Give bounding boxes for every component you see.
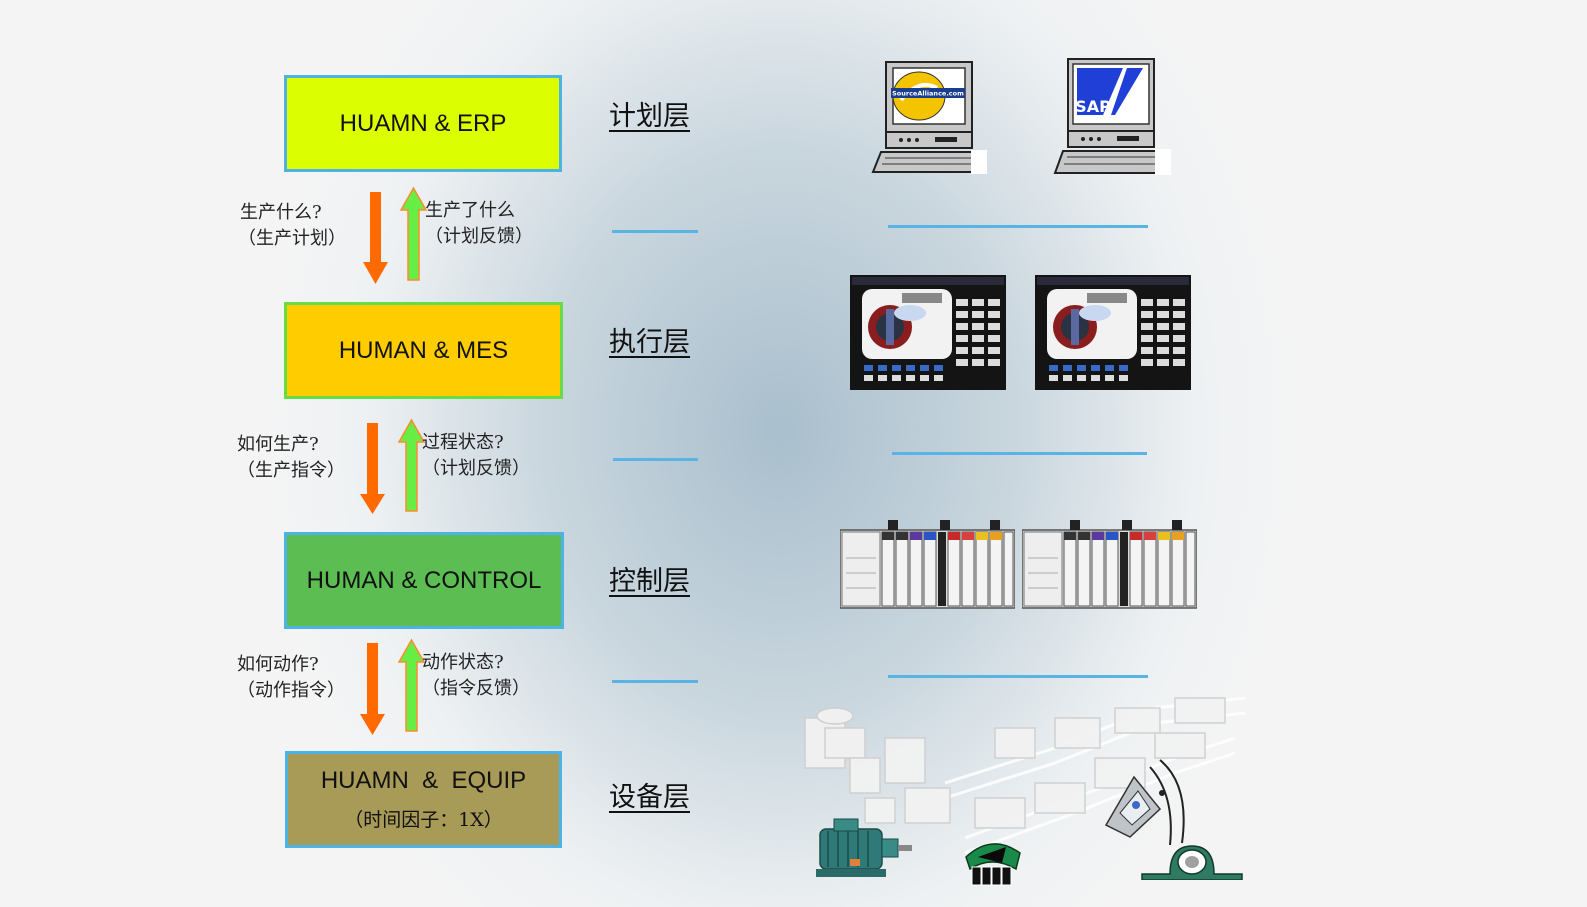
equip-box: HUAMN & EQUIP （时间因子：1X） [285,751,562,848]
bearing-icon [1141,845,1243,880]
separator-short [612,680,698,683]
flow-1-up-label: 生产了什么 （计划反馈） [425,200,533,247]
up-arrow-icon [399,186,428,281]
up-arrow-icon [397,418,426,512]
separator-short [612,230,698,233]
layer-name-control: 控制层 [609,566,690,597]
control-box: HUMAN & CONTROL [284,532,564,629]
flow-3-down-label: 如何动作? （动作指令） [237,654,345,701]
hmi-panel-icon [850,275,1006,390]
flow-arrows [360,186,428,735]
down-arrow-icon [360,643,385,735]
layer-name-exec: 执行层 [609,327,690,358]
sourcealliance-logo: SourceAlliance.com [892,90,964,98]
motor-icon [816,818,912,877]
separator-short [613,458,698,461]
flow-3-up-label: 动作状态? （指令反馈） [422,652,530,699]
computer-icon: SAP [1053,58,1171,175]
sap-logo: SAP [1075,97,1111,116]
sensor-icon [1104,759,1185,846]
mes-box-title: HUMAN & MES [338,336,509,364]
erp-box: HUAMN & ERP [284,75,562,172]
drive-unit-icon [965,843,1021,886]
equip-box-title: HUAMN & EQUIP [320,767,527,794]
layer-name-plan: 计划层 [609,101,690,132]
down-arrow-icon [360,423,385,514]
hmi-panel-icon [1035,275,1191,390]
separator-long [888,675,1148,678]
equip-box-subtitle: （时间因子：1X） [344,809,503,831]
production-line-icon [804,696,1246,855]
plc-rack-icon [840,520,1015,609]
up-arrow-icon [397,638,426,732]
control-box-title: HUMAN & CONTROL [306,566,542,594]
separator-long [892,452,1147,455]
erp-box-title: HUAMN & ERP [339,109,507,137]
flow-2-up-label: 过程状态? （计划反馈） [422,432,530,479]
layer-name-equip: 设备层 [609,782,690,813]
separator-long [888,225,1148,228]
flow-2-down-label: 如何生产? （生产指令） [237,434,345,481]
flow-1-down-label: 生产什么? （生产计划） [238,202,346,249]
computer-icon: SourceAlliance.com [871,61,987,174]
plc-rack-icon [1022,520,1197,609]
down-arrow-icon [363,192,388,284]
mes-box: HUMAN & MES [284,302,563,399]
